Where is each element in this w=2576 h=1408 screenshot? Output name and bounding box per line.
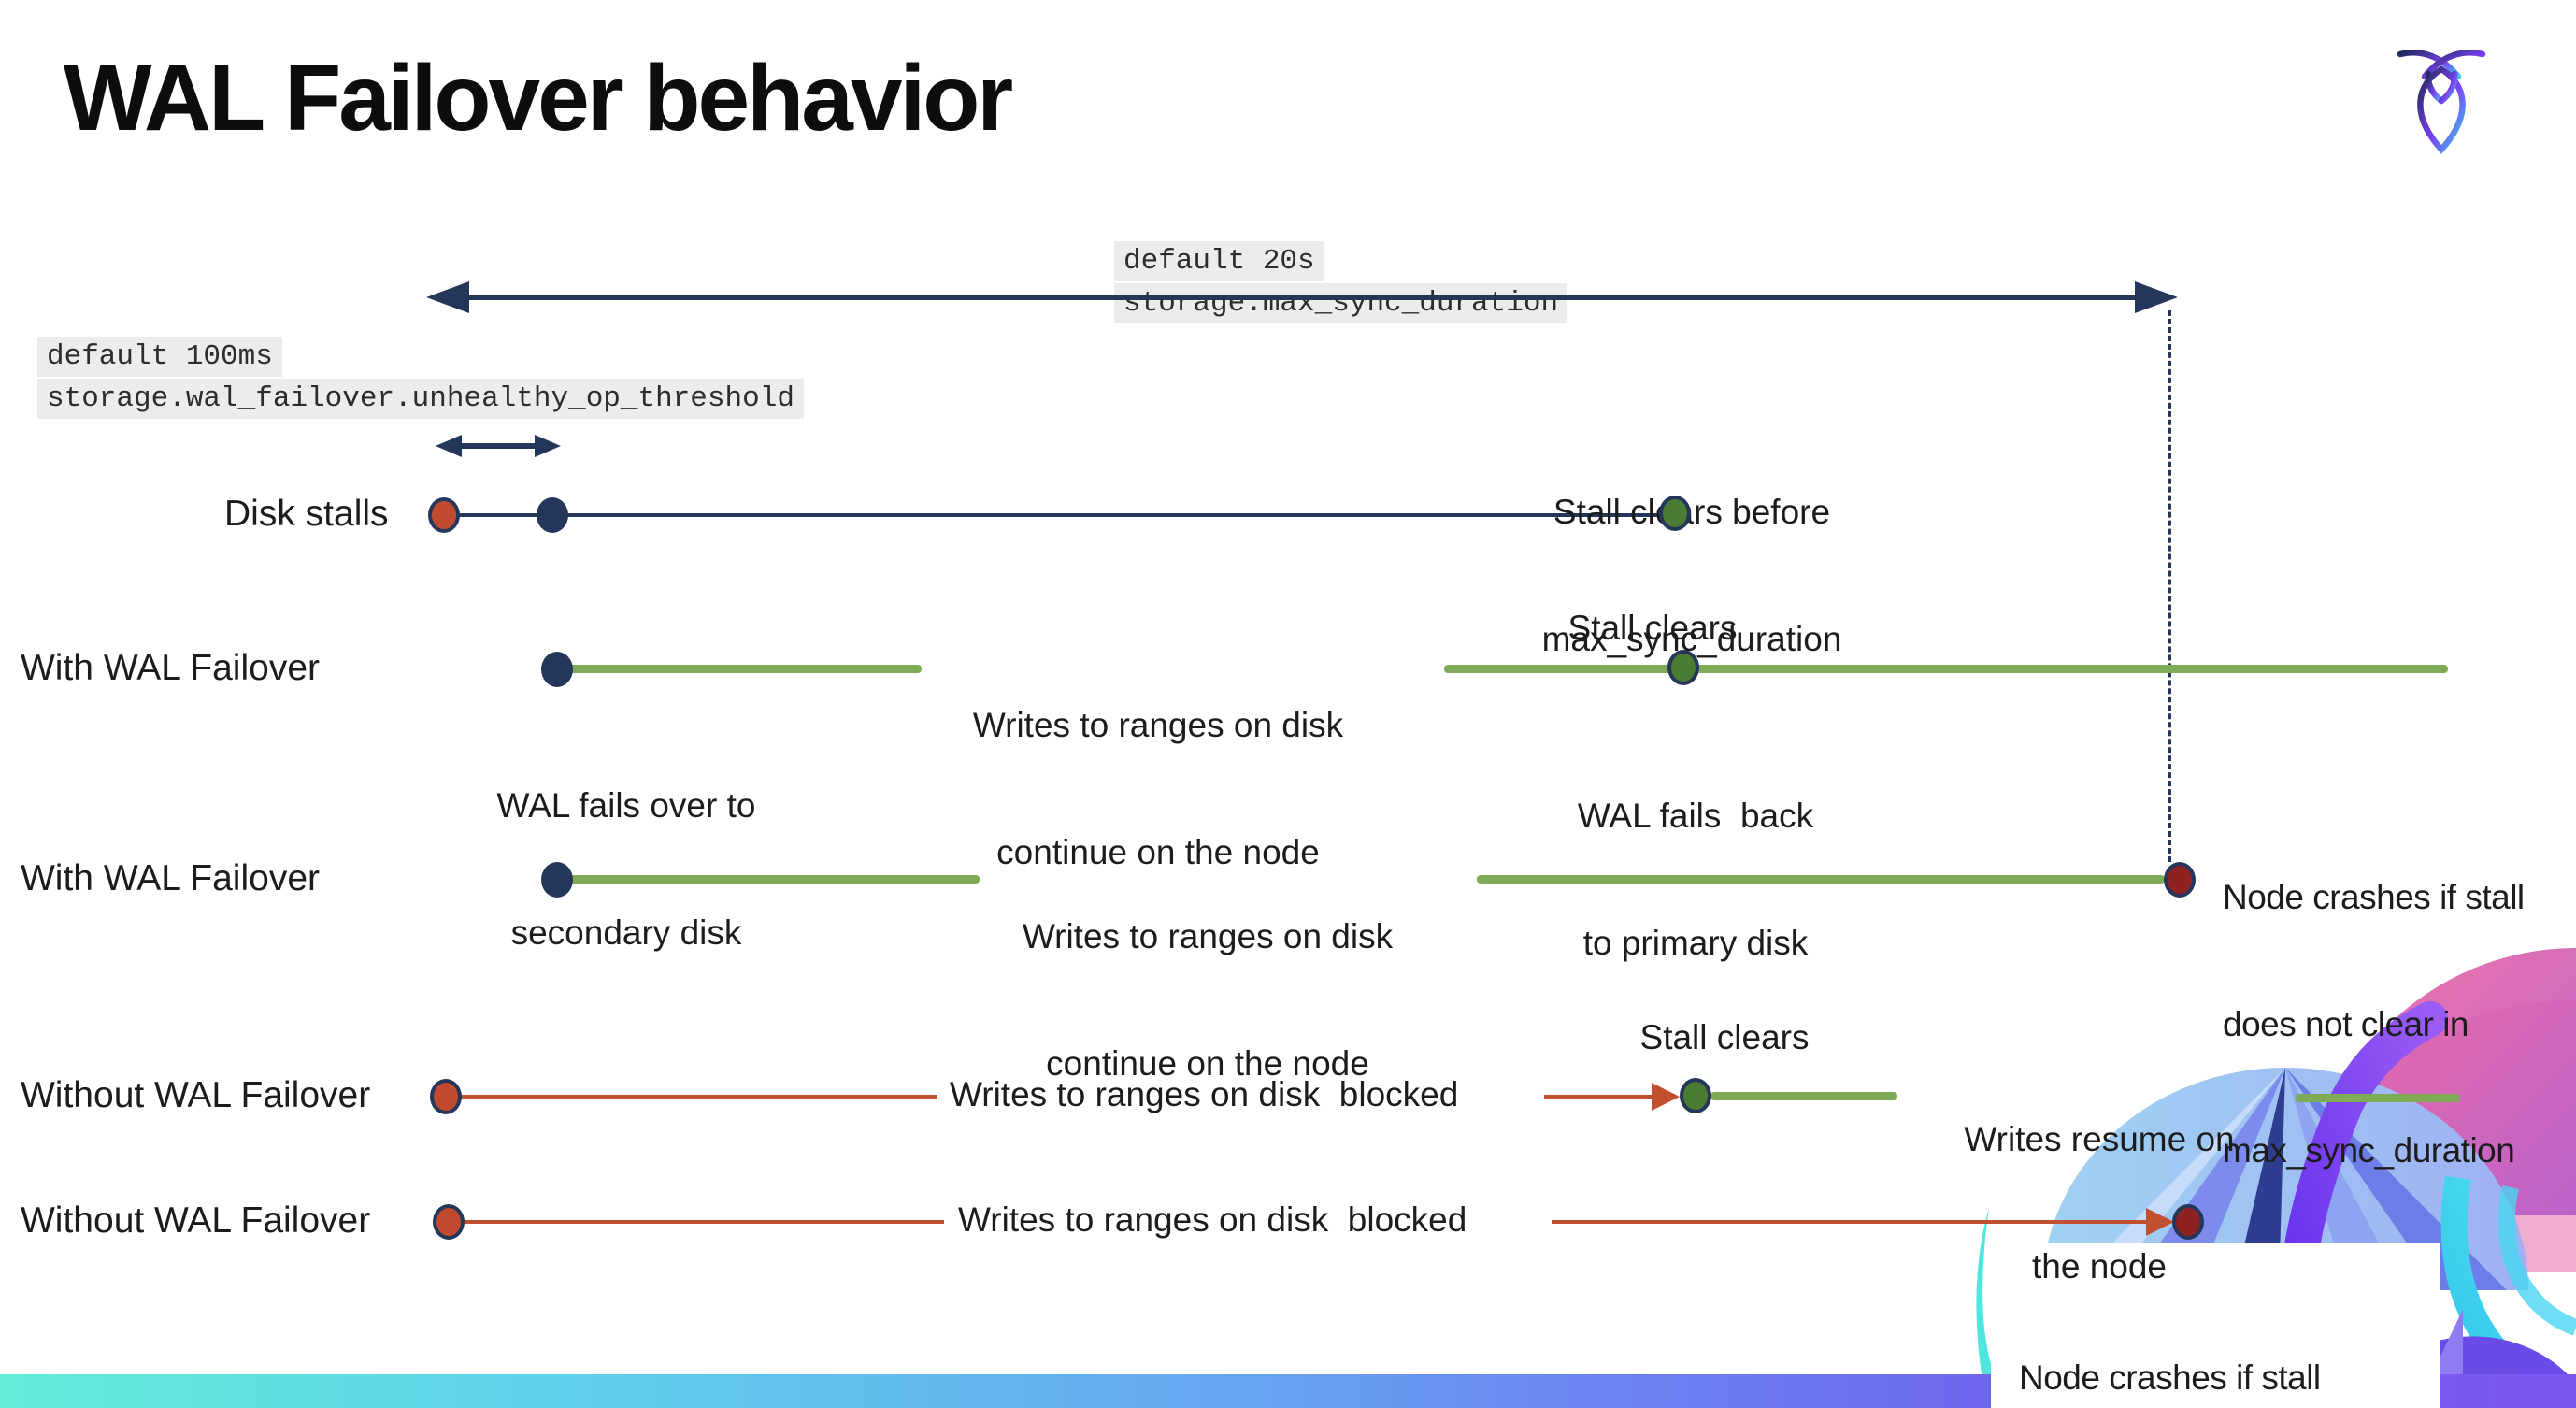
stall-start-dot xyxy=(428,497,460,533)
node-crashes-callout: Node crashes if stall does not clear in … xyxy=(1991,1243,2440,1408)
unhealthy-op-setting-name: storage.wal_failover.unhealthy_op_thresh… xyxy=(37,379,804,419)
stall-clears-annotation: Stall clears xyxy=(1567,609,1738,647)
writes-resume-line xyxy=(2296,1094,2460,1102)
node-crashes-annotation: Node crashes if stall does not clear in … xyxy=(2019,1358,2321,1398)
writes-blocked-annotation: Writes to ranges on disk blocked xyxy=(950,1075,1459,1113)
arrowhead-right-icon xyxy=(2135,281,2178,313)
node-crash-dot xyxy=(2164,862,2196,898)
writes-continue-line xyxy=(566,665,922,673)
max-sync-default-label: default 20s xyxy=(1114,241,1324,281)
arrowhead-right-icon xyxy=(2146,1208,2174,1236)
writes-continue-line xyxy=(1477,875,2165,884)
stall-clears-dot xyxy=(1659,496,1691,531)
writes-continue-annotation: Writes to ranges on disk continue on the… xyxy=(1022,917,1394,1083)
writes-continue-line xyxy=(1444,665,2448,673)
writes-resume-line xyxy=(1710,1092,1897,1100)
node-crashes-annotation: Node crashes if stall does not clear in … xyxy=(2223,878,2525,1170)
row-label-disk-stalls: Disk stalls xyxy=(224,494,389,534)
writes-continue-annotation: Writes to ranges on disk continue on the… xyxy=(972,706,1344,871)
writes-blocked-annotation: Writes to ranges on disk blocked xyxy=(958,1200,1467,1239)
writes-blocked-line xyxy=(463,1220,944,1224)
max-sync-setting-name: storage.max_sync_duration xyxy=(1114,283,1568,323)
writes-blocked-line xyxy=(1544,1095,1652,1099)
node-crash-dot xyxy=(2172,1204,2204,1240)
disk-stalls-timeline xyxy=(439,513,1673,517)
stall-start-dot xyxy=(433,1204,465,1240)
row-label-with-wal-failover-2: With WAL Failover xyxy=(21,858,320,898)
arrowhead-left-icon xyxy=(426,281,469,313)
wal-fails-over-annotation: WAL fails over to secondary disk xyxy=(496,786,756,952)
arrowhead-left-icon xyxy=(436,435,462,457)
stall-clears-before-annotation: Stall clears before max_sync_duration xyxy=(1541,493,1842,658)
failover-dot xyxy=(541,862,573,898)
row-label-without-wal-failover-2: Without WAL Failover xyxy=(21,1200,371,1241)
stall-clears-dot xyxy=(1667,650,1699,685)
unhealthy-op-arrow xyxy=(462,443,535,449)
arrowhead-right-icon xyxy=(535,435,561,457)
row-label-with-wal-failover-1: With WAL Failover xyxy=(21,648,320,688)
row-label-without-wal-failover-1: Without WAL Failover xyxy=(21,1075,371,1115)
wal-fails-back-annotation: WAL fails back to primary disk xyxy=(1577,797,1814,962)
stall-start-dot xyxy=(430,1079,462,1114)
stall-clears-annotation: Stall clears xyxy=(1639,1018,1810,1056)
writes-blocked-line xyxy=(458,1095,937,1099)
max-sync-deadline-line xyxy=(2168,310,2171,862)
page-title: WAL Failover behavior xyxy=(64,46,1013,151)
cockroachdb-logo-icon xyxy=(2397,50,2486,154)
writes-blocked-line xyxy=(1552,1220,2146,1224)
writes-resume-annotation: Writes resume on the node xyxy=(1964,1120,2235,1286)
failover-dot xyxy=(541,652,573,687)
threshold-dot xyxy=(537,497,568,533)
arrowhead-right-icon xyxy=(1652,1083,1680,1111)
max-sync-duration-arrow xyxy=(465,295,2135,300)
writes-continue-line xyxy=(566,875,980,884)
stall-clears-dot xyxy=(1680,1078,1711,1113)
unhealthy-op-default-label: default 100ms xyxy=(37,337,282,377)
